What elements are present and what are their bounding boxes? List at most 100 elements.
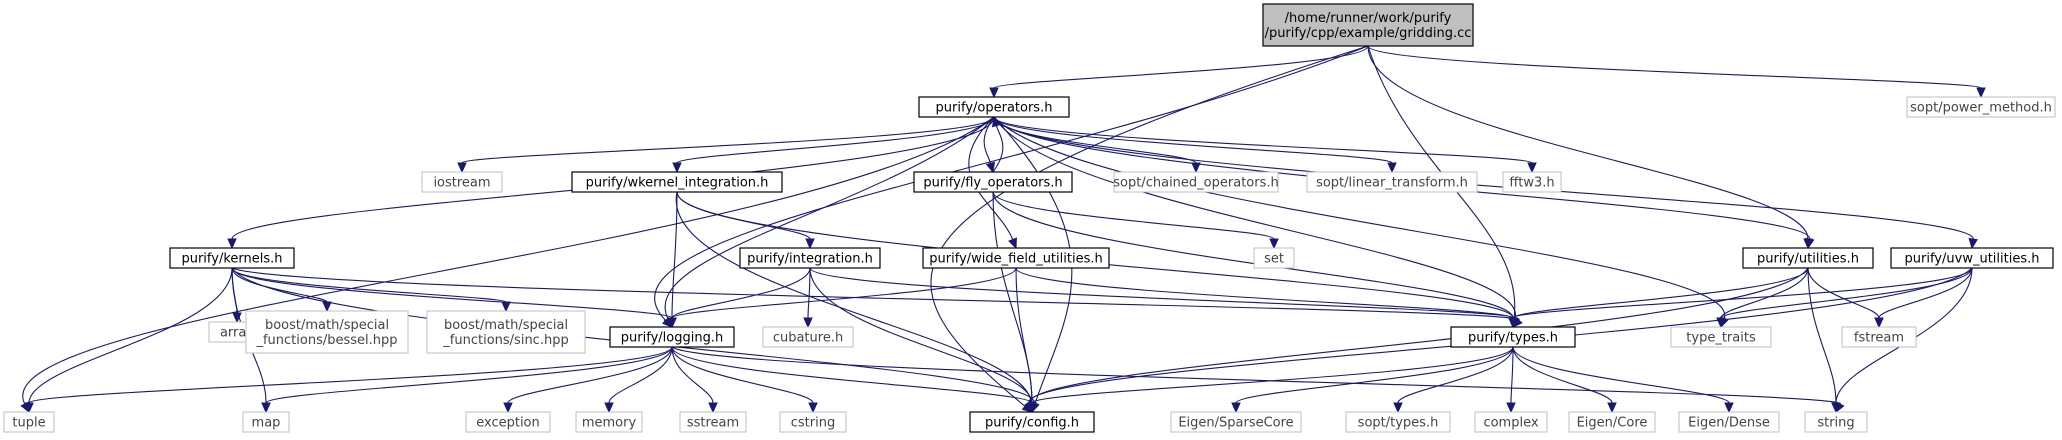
node-label-root-line-1: /home/runner/work/purify [1285, 11, 1452, 26]
edge-operators-to-type-traits [993, 116, 1725, 319]
node-wkernel-integration[interactable]: purify/wkernel_integration.h [571, 171, 783, 193]
node-box-kernels [169, 247, 295, 269]
node-box-wide-field-utilities [922, 247, 1110, 269]
edge-kernels-to-types [231, 267, 1520, 321]
node-label-exception: exception [476, 416, 540, 431]
edge-types-to-sparsecore [1235, 346, 1514, 404]
edge-uvw-utilities-to-fstream [1878, 267, 1973, 319]
node-utilities[interactable]: purify/utilities.h [1742, 247, 1874, 269]
arrowhead-types-to-sopt-types [1393, 402, 1403, 414]
node-memory: memory [575, 411, 643, 433]
node-box-eigen-core [1568, 411, 1656, 433]
arrowhead-uvw-utilities-to-types [1508, 317, 1518, 329]
node-uvw-utilities[interactable]: purify/uvw_utilities.h [1890, 247, 2054, 269]
edge-utilities-to-string [1807, 267, 1837, 404]
edge-kernels-to-sinc [231, 267, 507, 303]
node-label-complex: complex [1483, 416, 1538, 431]
node-type-traits: type_traits [1670, 326, 1772, 348]
edge-logging-to-sstream [671, 346, 714, 404]
edge-types-to-eigen-dense [1512, 346, 1730, 404]
node-box-bessel [245, 310, 409, 354]
edge-operators-to-config [993, 116, 1073, 404]
edge-types-to-config [1031, 346, 1514, 404]
node-box-set [1253, 247, 1295, 269]
node-set: set [1253, 247, 1295, 269]
node-box-power-method [1906, 96, 2056, 118]
arrowhead-fly-operators-to-set [1269, 238, 1279, 250]
node-box-chained-operators [1113, 171, 1279, 193]
edge-integration-to-cubature [807, 267, 811, 319]
node-box-map [242, 411, 290, 433]
node-label-memory: memory [582, 416, 637, 431]
node-label-string: string [1817, 416, 1854, 431]
edge-root-to-operators [993, 45, 1369, 89]
arrowhead-uvw-utilities-to-fstream [1874, 317, 1884, 329]
node-box-type-traits [1670, 326, 1772, 348]
node-tuple: tuple [3, 411, 55, 433]
edge-operators-to-linear-transform [993, 116, 1393, 164]
arrowhead-types-to-config [1027, 402, 1037, 414]
node-box-uvw-utilities [1890, 247, 2054, 269]
node-label-uvw-utilities: purify/uvw_utilities.h [1905, 252, 2040, 267]
node-box-cubature [762, 326, 854, 348]
arrowhead-operators-to-wkernel-integration [672, 162, 682, 174]
node-label-logging: purify/logging.h [621, 331, 723, 346]
node-iostream: iostream [421, 171, 503, 193]
node-sstream: sstream [679, 411, 747, 433]
node-eigen-core: Eigen/Core [1568, 411, 1656, 433]
arrowhead-operators-to-chained-operators [1191, 162, 1201, 174]
node-label-cstring: cstring [791, 416, 835, 431]
edge-utilities-to-config [1029, 267, 1809, 404]
edge-wide-field-utilities-to-config [1015, 267, 1033, 404]
arrowhead-types-to-sparsecore [1231, 402, 1241, 414]
node-types[interactable]: purify/types.h [1450, 326, 1576, 348]
node-root: /home/runner/work/purify/purify/cpp/exam… [1262, 3, 1474, 47]
edge-kernels-to-bessel [231, 267, 328, 303]
node-operators[interactable]: purify/operators.h [918, 96, 1070, 118]
arrowhead-types-to-eigen-dense [1724, 402, 1734, 414]
node-wide-field-utilities[interactable]: purify/wide_field_utilities.h [922, 247, 1110, 269]
node-integration[interactable]: purify/integration.h [739, 247, 881, 269]
node-fly-operators[interactable]: purify/fly_operators.h [913, 171, 1073, 193]
edge-kernels-to-logging [231, 267, 673, 319]
edge-operators-to-logging [664, 116, 995, 320]
node-box-logging [609, 326, 735, 348]
node-box-complex [1474, 411, 1548, 433]
node-complex: complex [1474, 411, 1548, 433]
edge-utilities-to-type-traits [1720, 267, 1809, 319]
node-config[interactable]: purify/config.h [969, 411, 1095, 433]
node-box-sopt-types [1345, 411, 1451, 433]
node-label-wide-field-utilities: purify/wide_field_utilities.h [929, 252, 1102, 267]
node-chained-operators: sopt/chained_operators.h [1113, 171, 1279, 193]
node-linear-transform: sopt/linear_transform.h [1306, 171, 1478, 193]
node-fstream: fstream [1841, 326, 1917, 348]
node-box-wkernel-integration [571, 171, 783, 193]
node-sinc: boost/math/special_functions/sinc.hpp [426, 310, 586, 354]
node-kernels[interactable]: purify/kernels.h [169, 247, 295, 269]
arrowhead-fly-operators-to-operators [991, 115, 1002, 128]
node-box-utilities [1742, 247, 1874, 269]
node-label-fly-operators: purify/fly_operators.h [923, 176, 1062, 191]
arrowhead-integration-to-cubature [803, 317, 813, 329]
node-label-power-method: sopt/power_method.h [1910, 101, 2052, 116]
node-label-integration: purify/integration.h [747, 252, 873, 267]
edge-wide-field-utilities-to-types [1015, 267, 1514, 319]
node-label-cubature: cubature.h [773, 331, 843, 346]
node-logging[interactable]: purify/logging.h [609, 326, 735, 348]
arrowhead-operators-to-iostream [457, 162, 467, 174]
node-label-types: purify/types.h [1468, 331, 1558, 346]
node-label-root-line-2: /purify/cpp/example/gridding.cc [1265, 26, 1472, 41]
arrowhead-logging-to-cstring [808, 402, 818, 414]
edge-root-to-utilities [1367, 45, 1809, 240]
node-box-tuple [3, 411, 55, 433]
edge-operators-to-wkernel-integration [676, 116, 995, 164]
node-box-fftw3 [1502, 171, 1562, 193]
node-box-eigen-dense [1678, 411, 1780, 433]
edge-operators-to-iostream [461, 116, 995, 164]
node-fftw3: fftw3.h [1502, 171, 1562, 193]
edge-types-to-eigen-core [1512, 346, 1613, 404]
edge-fly-operators-to-set [992, 191, 1275, 240]
node-box-root [1262, 3, 1474, 47]
node-label-tuple: tuple [12, 416, 45, 431]
arrowhead-logging-to-exception [503, 402, 513, 414]
